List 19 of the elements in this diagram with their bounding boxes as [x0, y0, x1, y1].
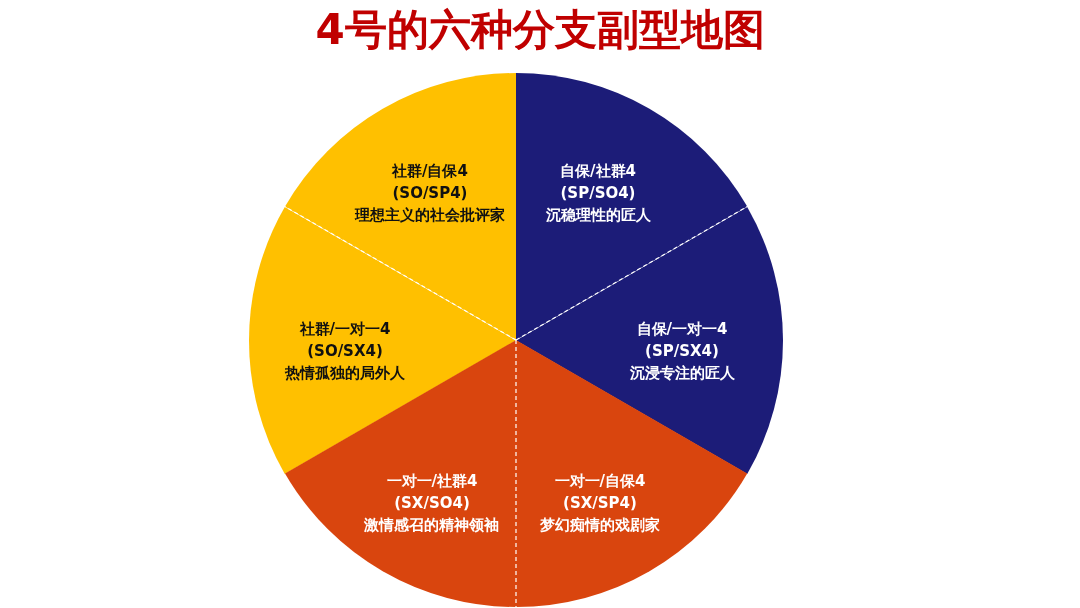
- title: 4号的六种分支副型地图: [314, 4, 766, 56]
- subtype-heading: 自保/一对一4: [635, 319, 729, 340]
- subtype-heading: 社群/一对一4: [298, 319, 392, 340]
- subtype-code: (SX/SO4): [393, 493, 471, 514]
- subtype-code: (SX/SP4): [562, 493, 638, 514]
- subtype-code: (SP/SX4): [644, 341, 720, 362]
- subtype-heading: 一对一/社群4: [385, 471, 479, 492]
- subtype-description: 理想主义的社会批评家: [353, 205, 506, 226]
- subtype-code: (SO/SP4): [391, 183, 469, 204]
- subtype-heading: 一对一/自保4: [553, 471, 647, 492]
- subtype-heading: 社群/自保4: [391, 161, 469, 182]
- subtype-description: 热情孤独的局外人: [284, 363, 406, 384]
- subtype-description: 梦幻痴情的戏剧家: [539, 515, 661, 536]
- subtype-heading: 自保/社群4: [559, 161, 637, 182]
- subtype-code: (SO/SX4): [306, 341, 384, 362]
- subtype-description: 沉稳理性的匠人: [544, 205, 652, 226]
- subtype-description: 沉浸专注的匠人: [628, 363, 736, 384]
- subtype-description: 激情感召的精神领袖: [363, 515, 501, 536]
- subtype-code: (SP/SO4): [559, 183, 637, 204]
